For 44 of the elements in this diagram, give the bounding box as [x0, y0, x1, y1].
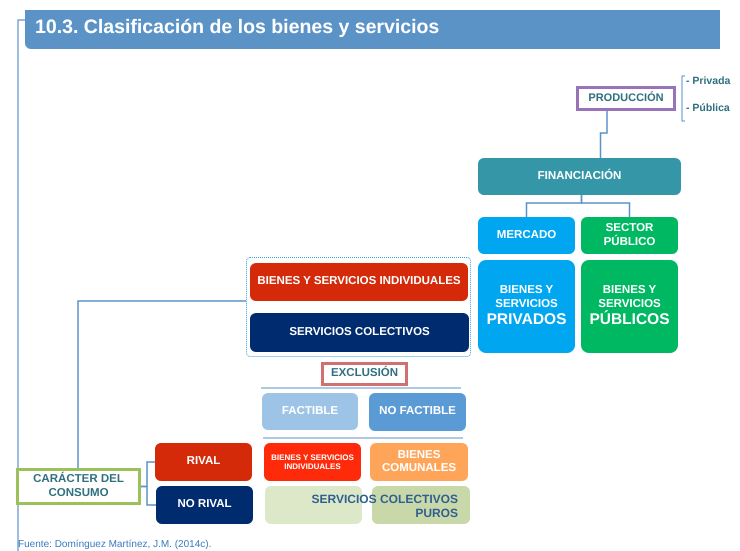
box-text: SERVICIOS COLECTIVOS — [289, 326, 430, 340]
category-box — [250, 263, 468, 301]
category-box — [478, 217, 575, 254]
box-text: FINANCIACIÓN — [538, 170, 622, 184]
connector-line — [77, 300, 246, 468]
box-text: PÚBLICOS — [589, 310, 670, 329]
box-text: BIENES Y SERVICIOS — [597, 284, 662, 310]
category-box — [478, 158, 681, 195]
box-text: BIENES Y SERVICIOS — [494, 284, 559, 311]
category-box — [250, 313, 469, 352]
box-text: FACTIBLE — [282, 404, 338, 418]
box-text: BIENES Y SERVICIOS INDIVIDUALES — [257, 275, 461, 289]
dotted-group-frame — [246, 257, 471, 357]
category-box — [370, 443, 468, 481]
category-box — [156, 486, 253, 524]
box-text: EXCLUSIÓN — [330, 367, 398, 381]
source-caption: Fuente: Domínguez Martínez, J.M. (2014c). — [18, 539, 212, 550]
box-text: MERCADO — [496, 228, 556, 242]
category-box — [264, 443, 361, 481]
side-note: - Privada — [686, 75, 730, 87]
box-text: RIVAL — [186, 455, 220, 469]
category-box — [581, 217, 678, 254]
box-text: BIENES COMUNALES — [380, 448, 458, 476]
connector-line — [580, 195, 630, 217]
connector-line — [600, 111, 608, 158]
box-text: PRODUCCIÓN — [588, 92, 664, 105]
connector-line — [141, 486, 156, 506]
overlay-label: SERVICIOS COLECTIVOS PUROS — [310, 492, 458, 521]
category-box — [369, 393, 466, 431]
box-text: NO FACTIBLE — [379, 405, 456, 419]
title-bar: 10.3. Clasificación de los bienes y servicios — [25, 10, 720, 49]
box-text: NO RIVAL — [177, 498, 232, 512]
box-text: PRIVADOS — [486, 310, 566, 329]
category-box — [16, 468, 141, 505]
category-box — [576, 86, 676, 111]
category-box — [262, 393, 358, 430]
category-box — [478, 260, 575, 353]
category-box — [155, 443, 252, 481]
box-text: BIENES Y SERVICIOS INDIVIDUALES — [270, 452, 355, 472]
category-box — [581, 260, 678, 353]
box-text: CARÁCTER DEL CONSUMO — [32, 473, 125, 500]
box-text: SECTOR PÚBLICO — [602, 222, 656, 249]
category-box — [321, 362, 408, 386]
side-note: - Pública — [686, 102, 730, 114]
